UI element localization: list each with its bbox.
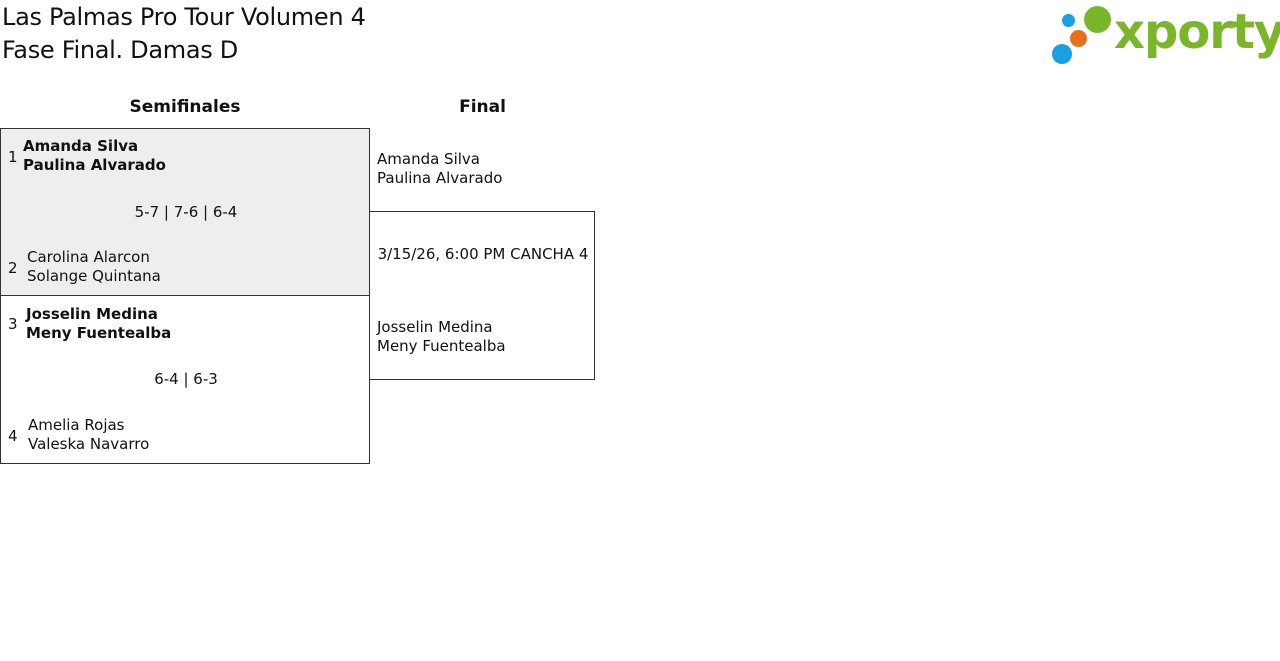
team: Amelia Rojas Valeska Navarro (28, 416, 149, 454)
logo-green-dot-icon (1084, 6, 1111, 33)
player-name: Josselin Medina (377, 318, 493, 336)
player-name: Amanda Silva (23, 137, 139, 155)
logo-blue-dot-icon (1062, 14, 1075, 27)
player-name: Meny Fuentealba (377, 337, 506, 355)
logo-orange-dot-icon (1070, 30, 1087, 47)
seed-number: 1 (8, 148, 18, 166)
player-name: Amelia Rojas (28, 416, 125, 434)
final-team-top: Amanda Silva Paulina Alvarado (377, 150, 502, 188)
player-name: Paulina Alvarado (23, 156, 166, 174)
xporty-logo: xporty (1050, 4, 1280, 68)
logo-blue-dot-large-icon (1052, 44, 1072, 64)
player-name: Amanda Silva (377, 150, 480, 168)
player-name: Paulina Alvarado (377, 169, 503, 187)
round-header-semifinals: Semifinales (129, 97, 241, 117)
semifinal-match-1[interactable]: 1 Amanda Silva Paulina Alvarado 5-7 | 7-… (0, 128, 370, 296)
player-name: Valeska Navarro (28, 435, 150, 453)
player-name: Carolina Alarcon (27, 248, 150, 266)
round-header-final: Final (459, 97, 506, 117)
match-score: 5-7 | 7-6 | 6-4 (134, 203, 238, 221)
final-match[interactable]: 3/15/26, 6:00 PM CANCHA 4 Josselin Medin… (369, 211, 595, 380)
bracket-subtitle: Fase Final. Damas D (2, 36, 238, 64)
final-team-bottom: Josselin Medina Meny Fuentealba (377, 318, 506, 356)
logo-wordmark: xporty (1114, 4, 1280, 60)
player-name: Solange Quintana (27, 267, 161, 285)
seed-number: 2 (8, 259, 18, 277)
semifinal-match-2[interactable]: 3 Josselin Medina Meny Fuentealba 6-4 | … (0, 295, 370, 464)
team-winner: Josselin Medina Meny Fuentealba (26, 305, 171, 343)
seed-number: 4 (8, 427, 18, 445)
team-winner: Amanda Silva Paulina Alvarado (23, 137, 166, 175)
seed-number: 3 (8, 315, 18, 333)
player-name: Josselin Medina (26, 305, 158, 323)
match-score: 6-4 | 6-3 (154, 370, 218, 388)
tournament-title: Las Palmas Pro Tour Volumen 4 (2, 3, 366, 31)
player-name: Meny Fuentealba (26, 324, 172, 342)
match-schedule: 3/15/26, 6:00 PM CANCHA 4 (377, 245, 589, 263)
team: Carolina Alarcon Solange Quintana (27, 248, 161, 286)
